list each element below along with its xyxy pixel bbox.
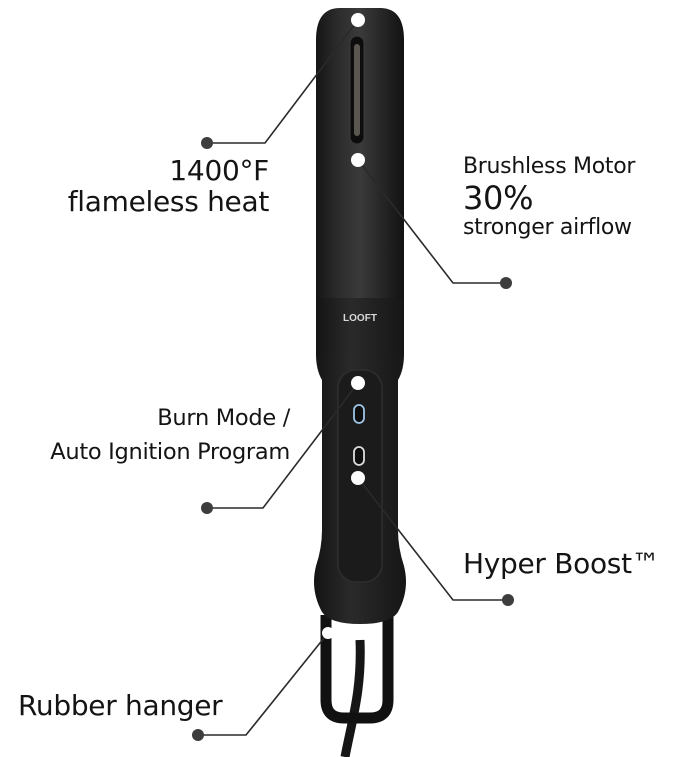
collar (316, 298, 404, 356)
terminal-dot-burn (201, 502, 213, 514)
terminal-dot-motor (500, 277, 512, 289)
burn-mode-button (353, 404, 365, 424)
callout-line-burn (207, 382, 359, 509)
motor-title: Brushless Motor (463, 154, 636, 179)
terminal-dot-boost (502, 594, 514, 606)
burn-mode-title: Burn Mode / (157, 405, 290, 431)
callout-line-hanger (198, 632, 329, 736)
heat-temperature: 1400°F (169, 154, 269, 187)
callout-hyper-boost: Hyper Boost™ (463, 547, 660, 580)
callout-line-boost (357, 477, 508, 601)
hanger-title: Rubber hanger (18, 689, 223, 722)
brand-logo: LOOFT (343, 313, 377, 324)
rubber-hanger (320, 615, 394, 724)
terminal-dot-hanger (192, 729, 204, 741)
hyper-boost-title: Hyper Boost™ (463, 547, 660, 580)
terminal-dot-heat (201, 137, 213, 149)
hyper-boost-button (353, 446, 365, 466)
callout-lines (198, 19, 508, 736)
anchor-dot-motor (351, 153, 365, 167)
anchor-dot-heat (351, 13, 365, 27)
anchor-dot-boost (351, 471, 365, 485)
callout-heat: 1400°F flameless heat (67, 154, 270, 219)
terminal-dots (192, 137, 514, 741)
callout-hanger: Rubber hanger (18, 689, 223, 722)
anchor-dot-burn (351, 376, 365, 390)
anchor-dots (322, 13, 365, 639)
callout-burn-mode: Burn Mode / Auto Ignition Program (50, 402, 290, 470)
motor-description: stronger airflow (463, 215, 632, 241)
callout-line-motor (357, 159, 506, 284)
motor-percentage: 30% (463, 178, 534, 217)
heat-description: flameless heat (67, 185, 270, 219)
callout-line-heat (207, 19, 359, 144)
power-cord (340, 639, 365, 757)
anchor-dot-hanger (322, 627, 334, 639)
callout-motor: Brushless Motor 30% stronger airflow (463, 154, 636, 241)
burn-mode-description: Auto Ignition Program (50, 438, 290, 465)
